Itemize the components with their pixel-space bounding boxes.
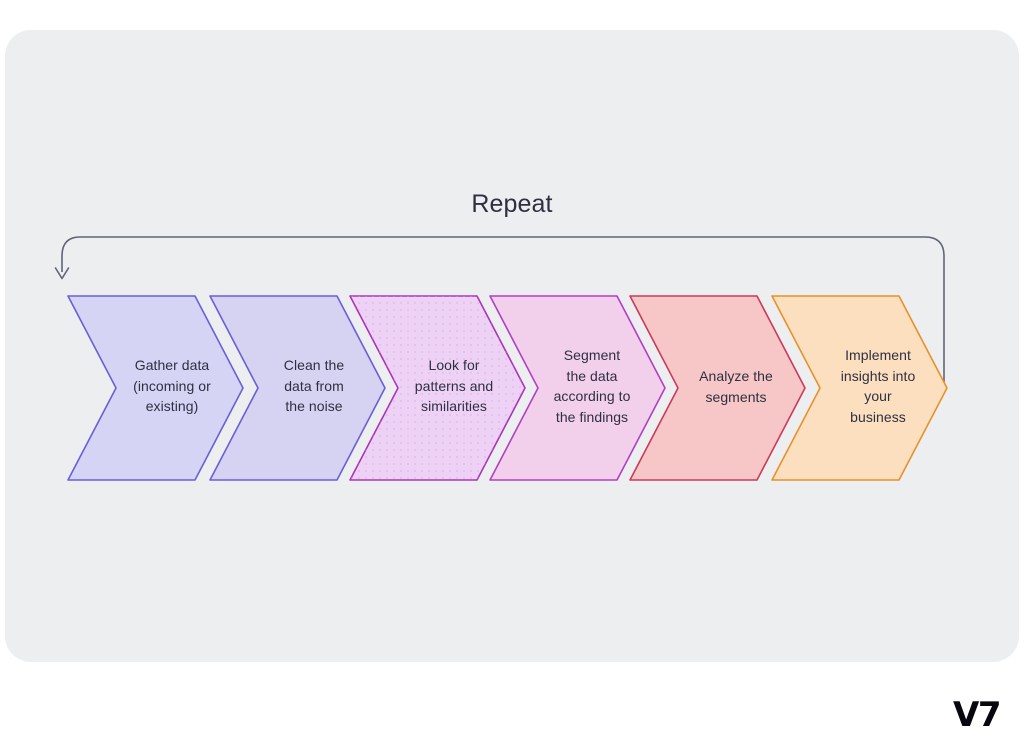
chevron-step-2[interactable] [209,295,386,481]
repeat-label: Repeat [471,190,553,218]
chevron-step-3-label: Look for patterns and similarities [414,357,494,414]
v7-logo: V7 [953,695,1001,735]
chevron-step-5-label: Analyze the segments [699,368,773,405]
chevron-step-6[interactable] [771,295,948,481]
chevron-step-3[interactable] [349,295,526,481]
chevron-step-6-label: Implement insights into your business [840,347,916,425]
chevron-step-5[interactable] [629,295,806,481]
chevron-step-1-label: Gather data (incoming or existing) [133,357,211,414]
chevron-step-4[interactable] [489,295,666,481]
chevron-step-2-label: Clean the data from the noise [283,357,345,414]
chevron-step-1[interactable] [67,295,244,481]
chevron-step-4-label: Segment the data according to the findin… [553,347,631,425]
